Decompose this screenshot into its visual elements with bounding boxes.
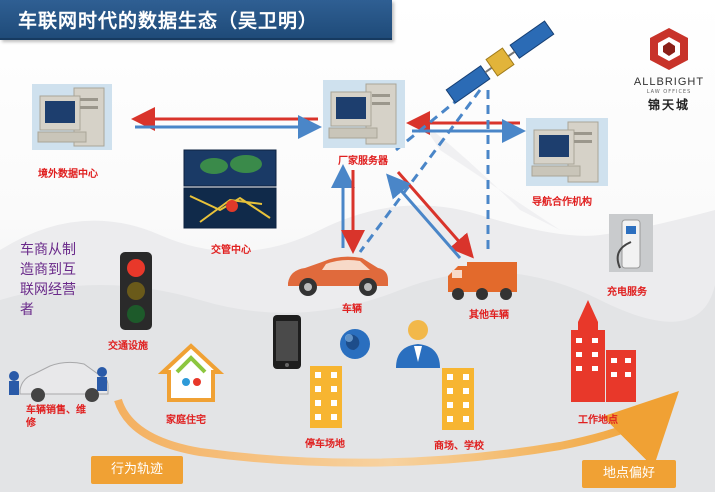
home-label: 家庭住宅 bbox=[166, 415, 206, 426]
person-icon bbox=[396, 320, 440, 368]
parking-building-icon bbox=[310, 366, 342, 428]
oem-server-computer-icon bbox=[323, 80, 405, 148]
workplace-label: 工作地点 bbox=[578, 415, 618, 426]
traffic-light-label: 交通设施 bbox=[108, 341, 148, 352]
home-icon bbox=[157, 343, 225, 402]
nav-partner-label: 导航合作机构 bbox=[532, 197, 592, 208]
vehicle-label: 车辆 bbox=[342, 304, 362, 315]
trajectory-arc bbox=[114, 391, 679, 468]
side-note-text: 车商从制造商到互联网经营者 bbox=[20, 242, 76, 318]
parking-label: 停车场地 bbox=[305, 439, 345, 450]
satellite-link-vehicle bbox=[358, 89, 482, 253]
oem-server-label: 厂家服务器 bbox=[338, 156, 388, 167]
traffic-center-screens-icon bbox=[183, 149, 277, 229]
charging-label: 充电服务 bbox=[607, 287, 647, 298]
mall-school-label: 商场、学校 bbox=[434, 441, 484, 452]
logo-subtitle: LAW OFFICES bbox=[646, 89, 692, 95]
arrow-other-vehicle-to-server bbox=[386, 173, 462, 259]
traffic-center-label: 交管中心 bbox=[211, 245, 251, 256]
trajectory-tag: 行为轨迹 bbox=[91, 456, 183, 484]
allbright-logo: ALLBRIGHT LAW OFFICES 锦天城 bbox=[624, 24, 714, 124]
globe-icon bbox=[340, 329, 370, 359]
nav-partner-computer-icon bbox=[526, 118, 608, 186]
workplace-buildings-icon bbox=[571, 300, 636, 402]
mall-school-building-icon bbox=[442, 368, 474, 430]
repair-car-icon bbox=[9, 361, 109, 402]
repair-label: 车辆销售、维修 bbox=[26, 405, 86, 429]
overseas-datacenter-computer-icon bbox=[32, 84, 112, 150]
logo-chinese-name: 锦天城 bbox=[647, 98, 690, 112]
satellite-icon bbox=[445, 20, 555, 104]
traffic-light-icon bbox=[120, 252, 152, 330]
vehicle-car-icon bbox=[288, 256, 388, 296]
arrow-server-to-other-vehicle bbox=[396, 171, 474, 259]
logo-mark-icon bbox=[650, 28, 688, 70]
other-vehicle-truck-icon bbox=[448, 262, 517, 300]
smartphone-icon bbox=[273, 315, 301, 369]
page-title: 车联网时代的数据生态（吴卫明） bbox=[18, 10, 319, 32]
overseas-datacenter-label: 境外数据中心 bbox=[38, 169, 98, 180]
logo-name: ALLBRIGHT bbox=[633, 76, 705, 88]
preference-tag: 地点偏好 bbox=[582, 460, 676, 488]
charging-station-icon bbox=[609, 214, 653, 272]
other-vehicle-label: 其他车辆 bbox=[469, 310, 509, 321]
title-bar: 车联网时代的数据生态（吴卫明） bbox=[0, 0, 392, 40]
